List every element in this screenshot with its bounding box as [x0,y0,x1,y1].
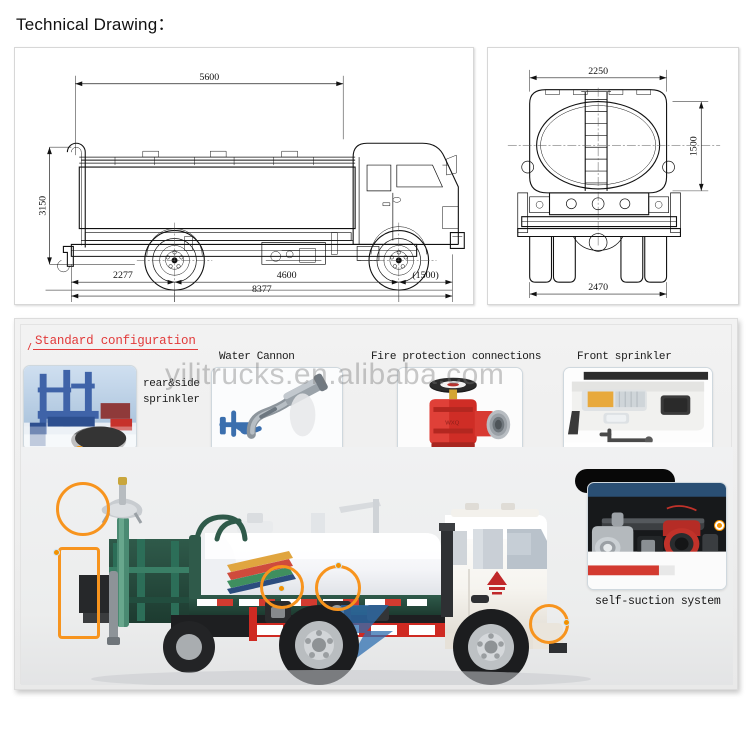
dim-8377: 8377 [252,284,272,295]
dim-2277: 2277 [113,270,133,281]
standard-configuration-panel: Standard configuration [14,318,738,690]
dot-self-suction-system [715,521,724,530]
dot-rear-assembly [53,549,60,556]
label-front-sprinkler: Front sprinkler [577,351,672,363]
label-fire-protection-connections: Fire protection connections [371,351,542,363]
rear-support-wheel [163,621,215,673]
highlight-top-sprinkler [56,482,110,536]
thumbnail-rear-side-sprinkler[interactable] [23,365,137,451]
dim-2470: 2470 [588,282,608,293]
dim-5600: 5600 [199,72,219,83]
label-rear-side-sprinkler: rear&side sprinkler [143,378,200,406]
rear-view-panel: 2250 1500 [487,47,739,305]
dim-2250: 2250 [588,66,608,77]
dim-3150: 3150 [38,196,49,216]
rear-wheel-photo [279,605,359,685]
standard-configuration-heading: Standard configuration [33,334,198,350]
dot-front-nozzle [563,619,570,626]
dot-valve-2 [335,562,342,569]
svg-text:WXQ: WXQ [445,421,460,427]
thumbnail-self-suction-system[interactable] [587,482,727,590]
label-water-cannon: Water Cannon [219,351,295,363]
dot-valve-1 [278,585,285,592]
dim-1500-height: 1500 [688,136,699,156]
truck-cab [439,503,567,653]
side-view-panel: 5600 3150 [14,47,474,305]
highlight-rear-sprinkler-pipe [58,547,100,639]
thumbnail-fire-protection-connections[interactable]: WXQ [397,367,523,453]
thumbnail-water-cannon[interactable] [211,367,343,453]
front-wheel-photo [453,609,529,685]
label-self-suction-system: self-suction system [595,595,721,608]
page-title: Technical Drawing： [16,15,175,34]
dim-4600: 4600 [277,270,297,281]
highlight-valve-2 [315,565,361,611]
thumbnail-front-sprinkler[interactable] [563,367,713,453]
highlight-valve-1 [260,565,304,609]
technical-drawing-section: 5600 3150 [0,42,750,312]
dim-1500-rear: (1500) [412,270,438,281]
